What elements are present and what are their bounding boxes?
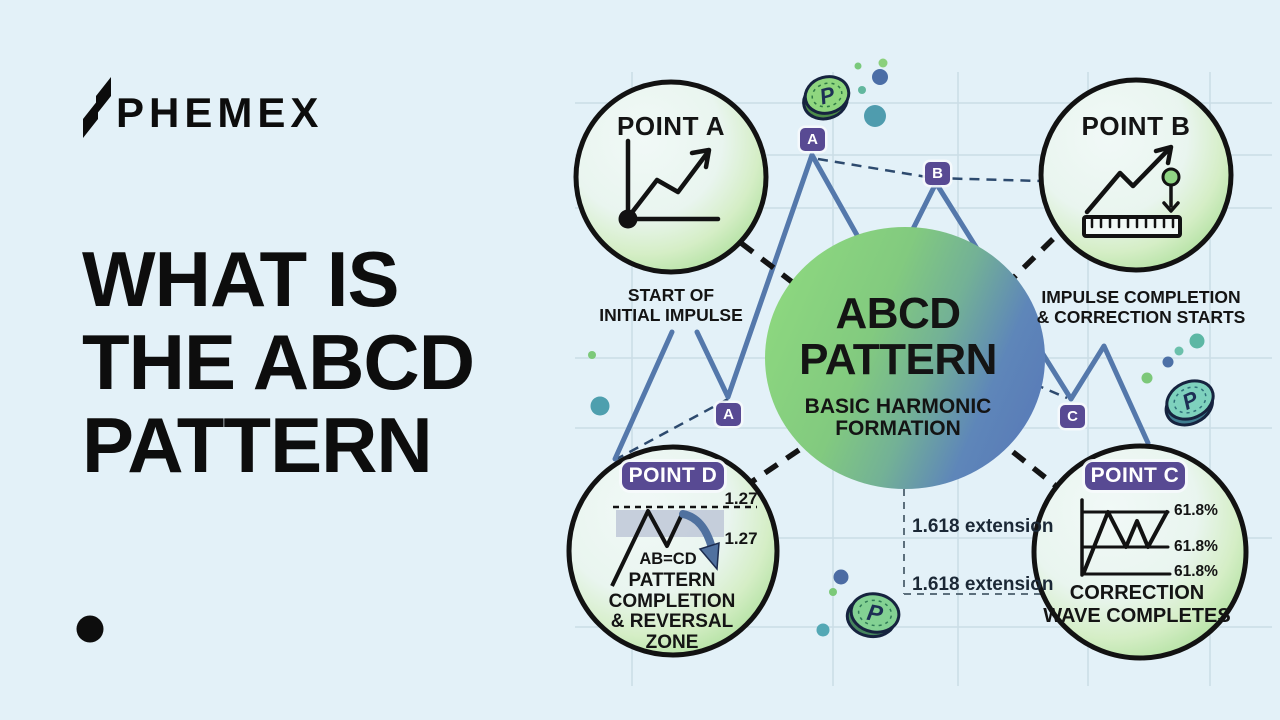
fib-level-label: 61.8%: [1174, 538, 1218, 555]
retracement-levels-icon: [1080, 498, 1172, 577]
point-c-circle: [1031, 443, 1249, 661]
coin-icon: P: [1164, 379, 1215, 427]
impulse-measure-icon: [1082, 144, 1182, 238]
ratio-label: 1.27: [724, 489, 758, 508]
fib-level-label: 61.8%: [1174, 563, 1218, 580]
point-b-caption: IMPULSE COMPLETION & CORRECTION STARTS: [1021, 287, 1261, 327]
center-title: ABCD PATTERN: [788, 291, 1008, 383]
caption-line: WAVE COMPLETES: [1043, 604, 1231, 627]
down-arrow: [679, 510, 720, 571]
fib-level-label: 61.8%: [1174, 502, 1218, 519]
caption-line: START OF: [627, 285, 715, 305]
reversal-zone-icon: [610, 505, 757, 587]
caption-line: & REVERSAL: [610, 611, 734, 632]
page-title: WHAT IS THE ABCD PATTERN: [82, 235, 475, 489]
coin-icon: P: [845, 592, 901, 639]
page-title-line: WHAT IS: [82, 235, 400, 323]
marker-a-valley: A: [716, 403, 741, 426]
center-title-line: PATTERN: [799, 335, 997, 384]
center-title-line: ABCD: [835, 289, 961, 338]
rising-trend-chart-icon: [618, 138, 721, 229]
coin-letter: P: [817, 81, 838, 109]
center-subtitle-line: FORMATION: [835, 417, 961, 440]
brand-wordmark: PHEMEX: [116, 89, 324, 136]
center-circle: [765, 227, 1045, 489]
ratio-label: 1.27: [724, 529, 758, 548]
extension-guide-lines: [903, 489, 1047, 595]
caption-line: IMPULSE COMPLETION: [1041, 287, 1241, 307]
extension-label-upper: 1.618 extension: [912, 516, 1054, 537]
point-c-caption: CORRECTION WAVE COMPLETES: [1037, 582, 1237, 627]
caption-line: PATTERN: [628, 570, 716, 591]
extension-label-lower: 1.618 extension: [912, 574, 1054, 595]
phemex-logo-icon: [83, 77, 111, 138]
coin-letter: P: [865, 599, 885, 627]
point-d-circle: [566, 444, 780, 658]
caption-line: CORRECTION: [1069, 582, 1205, 604]
marker-a-peak: A: [800, 128, 825, 151]
caption-line: ZONE: [645, 631, 699, 653]
caption-line: & CORRECTION STARTS: [1036, 306, 1246, 327]
coin-icon: P: [802, 75, 851, 121]
center-subtitle: BASIC HARMONIC FORMATION: [788, 396, 1008, 440]
caption-line: COMPLETION: [608, 590, 736, 612]
point-d-badge: POINT D: [622, 462, 724, 490]
marker-c-valley: C: [1060, 405, 1085, 428]
page-title-line: PATTERN: [82, 401, 433, 489]
node-connectors: [739, 237, 1058, 489]
point-b-circle: [1038, 77, 1234, 273]
accent-dot: [76, 615, 104, 643]
point-a-caption: START OF INITIAL IMPULSE: [561, 285, 781, 325]
ab-cd-equation: AB=CD: [639, 550, 697, 568]
caption-line: INITIAL IMPULSE: [599, 304, 743, 325]
marker-b-peak: B: [925, 162, 950, 185]
point-c-badge: POINT C: [1085, 462, 1185, 490]
point-a-title: POINT A: [617, 111, 725, 141]
decorative-dots: [588, 58, 1205, 637]
point-b-title: POINT B: [1081, 111, 1191, 141]
page-title-line: THE ABCD: [82, 318, 475, 406]
center-subtitle-line: BASIC HARMONIC: [804, 395, 992, 418]
point-d-caption: PATTERN COMPLETION & REVERSAL ZONE: [592, 570, 752, 653]
